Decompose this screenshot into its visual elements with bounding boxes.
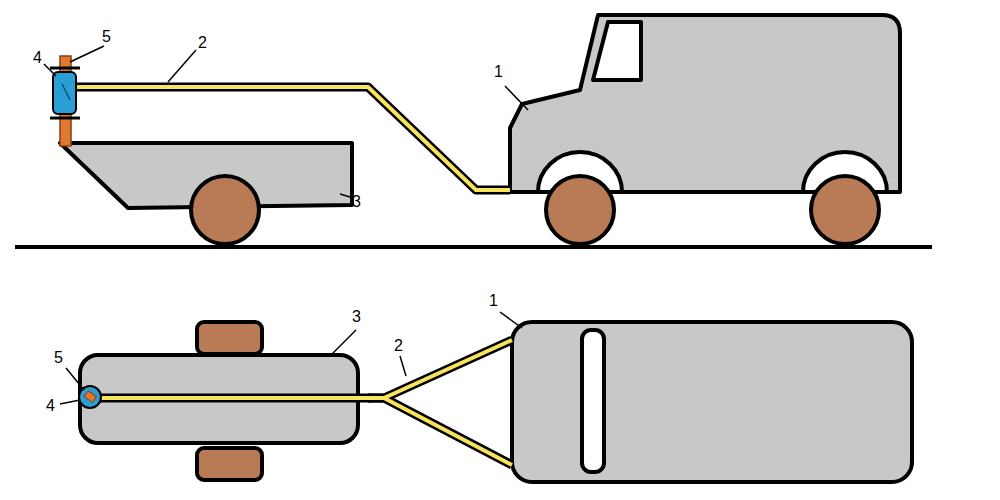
post-clamp [50, 117, 80, 120]
callout-number: 4 [33, 50, 42, 66]
callout-number: 4 [46, 398, 55, 414]
callout-number: 1 [489, 293, 498, 309]
trailer-wheel [191, 176, 259, 244]
van-wheel [546, 176, 614, 244]
callout-number: 2 [394, 338, 403, 354]
hose [75, 87, 510, 190]
van-body [510, 15, 900, 192]
callout-number: 5 [54, 350, 63, 366]
ground-line [15, 245, 932, 249]
hose-top [95, 340, 512, 465]
van-window [593, 22, 641, 80]
van-wheel [811, 176, 879, 244]
callout-number: 3 [352, 194, 361, 210]
cylinder-mark [62, 84, 70, 100]
post-cylinder [53, 72, 76, 114]
callout-number: 2 [198, 35, 207, 51]
leader-lines [60, 312, 522, 404]
hose-outline [75, 87, 510, 190]
post-rod-top [84, 391, 96, 402]
van-windshield [582, 330, 604, 472]
callout-number: 5 [102, 29, 111, 45]
post-clamp [50, 67, 80, 70]
trailer-wheel [197, 448, 262, 480]
leader-lines [44, 46, 528, 197]
callout-number: 3 [352, 309, 361, 325]
post-cylinder-top [79, 386, 101, 408]
callout-number: 1 [494, 64, 503, 80]
van-top [512, 322, 912, 482]
trailer-wheel [197, 322, 262, 354]
